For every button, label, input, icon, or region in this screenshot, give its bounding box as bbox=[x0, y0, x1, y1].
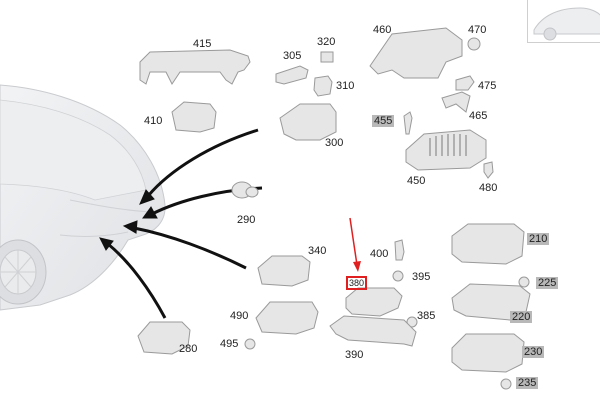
callout-410[interactable]: 410 bbox=[144, 115, 163, 127]
callout-305[interactable]: 305 bbox=[283, 50, 302, 62]
part-455 bbox=[403, 111, 413, 135]
callout-320[interactable]: 320 bbox=[317, 36, 336, 48]
part-495 bbox=[244, 338, 256, 350]
highlight-arrow bbox=[349, 217, 361, 272]
part-395 bbox=[392, 270, 404, 282]
part-230 bbox=[451, 333, 525, 373]
vehicle-thumbnail-icon bbox=[533, 7, 600, 41]
part-480 bbox=[483, 161, 494, 179]
part-235 bbox=[500, 378, 512, 390]
parts bbox=[137, 27, 531, 390]
part-470 bbox=[467, 37, 481, 51]
callout-495[interactable]: 495 bbox=[220, 338, 239, 350]
part-490 bbox=[255, 301, 319, 335]
callout-220[interactable]: 220 bbox=[510, 311, 533, 323]
part-380 bbox=[345, 287, 403, 317]
callout-415[interactable]: 415 bbox=[193, 38, 212, 50]
part-320 bbox=[320, 51, 334, 63]
callout-385[interactable]: 385 bbox=[417, 310, 436, 322]
callout-210[interactable]: 210 bbox=[527, 233, 550, 245]
part-410 bbox=[171, 101, 217, 133]
callout-395[interactable]: 395 bbox=[412, 271, 431, 283]
callout-225[interactable]: 225 bbox=[536, 277, 559, 289]
part-450 bbox=[405, 129, 487, 171]
callout-380-highlighted[interactable]: 380 bbox=[346, 276, 368, 290]
callout-230[interactable]: 230 bbox=[522, 346, 545, 358]
vehicle-illustration bbox=[0, 84, 166, 311]
callout-340[interactable]: 340 bbox=[308, 245, 327, 257]
callout-490[interactable]: 490 bbox=[230, 310, 249, 322]
callout-480[interactable]: 480 bbox=[479, 182, 498, 194]
part-305 bbox=[275, 65, 309, 85]
callout-460[interactable]: 460 bbox=[373, 24, 392, 36]
part-225 bbox=[518, 276, 530, 288]
callout-390[interactable]: 390 bbox=[345, 349, 364, 361]
callout-290[interactable]: 290 bbox=[237, 214, 256, 226]
callout-465[interactable]: 465 bbox=[469, 110, 488, 122]
callout-235[interactable]: 235 bbox=[516, 377, 539, 389]
part-415 bbox=[139, 49, 251, 85]
callout-450[interactable]: 450 bbox=[407, 175, 426, 187]
part-210 bbox=[451, 223, 525, 265]
part-385 bbox=[406, 316, 418, 328]
part-460 bbox=[369, 27, 463, 79]
callout-475[interactable]: 475 bbox=[478, 80, 497, 92]
callout-280[interactable]: 280 bbox=[179, 343, 198, 355]
part-390 bbox=[329, 315, 417, 347]
part-300 bbox=[279, 103, 337, 141]
callout-310[interactable]: 310 bbox=[336, 80, 355, 92]
vehicle-thumbnail[interactable] bbox=[527, 0, 600, 43]
part-280 bbox=[137, 321, 191, 355]
part-340 bbox=[257, 255, 311, 287]
callout-470[interactable]: 470 bbox=[468, 24, 487, 36]
callout-400[interactable]: 400 bbox=[370, 248, 389, 260]
part-465 bbox=[441, 91, 471, 113]
part-400 bbox=[394, 239, 405, 261]
callout-455[interactable]: 455 bbox=[372, 115, 395, 127]
part-310 bbox=[313, 75, 333, 97]
part-475 bbox=[455, 75, 475, 91]
callout-300[interactable]: 300 bbox=[325, 137, 344, 149]
